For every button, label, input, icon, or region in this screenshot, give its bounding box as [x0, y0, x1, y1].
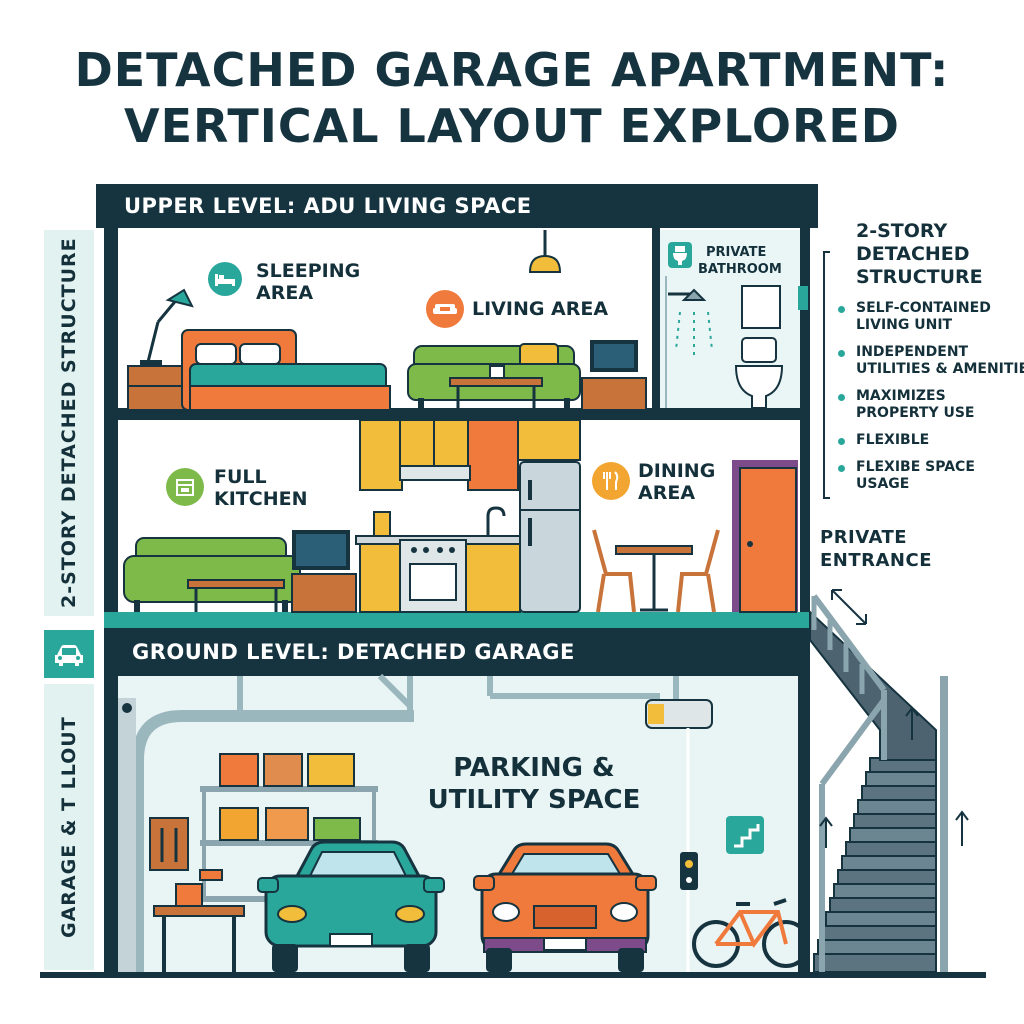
teal-car-icon [257, 840, 445, 972]
faucet-icon [486, 506, 506, 536]
living-area-label: LIVING AREA [472, 298, 609, 320]
mirror-icon [741, 285, 781, 329]
sidebar-heading: 2-STORY DETACHED STRUCTURE [856, 220, 983, 288]
stairs-sign-icon [726, 816, 764, 854]
private-entrance-door-icon [732, 460, 798, 613]
stair-treads-icon [813, 757, 937, 973]
toilet-icon [734, 337, 784, 409]
dining-area-cutlery-icon [592, 462, 630, 500]
door-opener-switch-icon [680, 852, 698, 890]
utensil-jar-icon [373, 511, 391, 537]
pendant-lamp-icon [528, 230, 562, 273]
dining-chair-left-icon [592, 529, 636, 613]
ground-line [40, 972, 986, 978]
dining-table-icon [615, 545, 693, 612]
orange-car-icon [473, 842, 657, 972]
shower-icon [665, 276, 713, 408]
left-rail-upper-bg [44, 230, 94, 616]
workbench-icon [153, 869, 245, 972]
stove-icon [399, 539, 467, 613]
page-title-line-2: VERTICAL LAYOUT EXPLORED [124, 99, 900, 153]
garage-door-opener-icon [487, 676, 713, 972]
direction-arrows-icon [819, 589, 969, 848]
parking-utility-label: PARKING &UTILITY SPACE [427, 753, 641, 815]
desk-lamp-icon [140, 288, 194, 366]
range-hood-icon [399, 465, 471, 481]
upper-cabinets-icon [359, 419, 581, 491]
bicycle-icon [692, 898, 810, 968]
upper-level-band: UPPER LEVEL: ADU LIVING SPACE [96, 184, 818, 228]
ground-level-band: GROUND LEVEL: DETACHED GARAGE [104, 628, 810, 676]
dining-chair-right-icon [676, 529, 720, 613]
garage-door-track-icon [118, 673, 414, 972]
refrigerator-icon [519, 461, 581, 613]
full-kitchen-stove-icon [166, 468, 204, 506]
middle-tv-icon [291, 530, 357, 613]
wrench-icon [149, 817, 189, 871]
sidebar-feature-item: FLEXIBLE [838, 432, 1024, 449]
car-icon [55, 645, 83, 666]
bed-icon [181, 329, 391, 411]
living-area-sofa-icon [426, 290, 464, 328]
mid-floor-slab [104, 612, 810, 628]
page-title-line-1: DETACHED GARAGE APARTMENT: [74, 43, 950, 97]
sidebar-bracket [823, 251, 830, 499]
middle-coffee-table-icon [187, 579, 285, 612]
coffee-table-icon [449, 365, 543, 410]
stair-upper-flight-icon [809, 609, 937, 761]
bathroom-toilet-icon [668, 242, 692, 268]
stair-railing-icon [811, 594, 948, 972]
base-cabinets-icon [355, 506, 525, 613]
left-rail-lower-bg [44, 684, 94, 970]
sleeping-area-bed-icon [208, 262, 242, 296]
tv-icon [581, 340, 647, 411]
